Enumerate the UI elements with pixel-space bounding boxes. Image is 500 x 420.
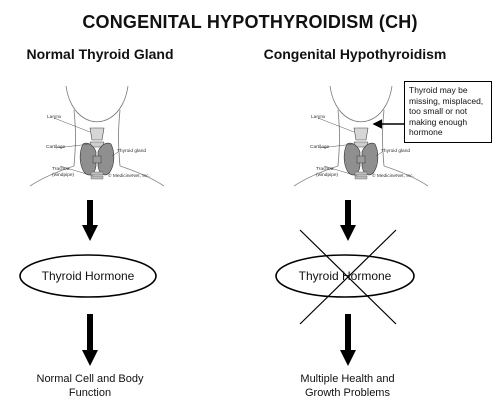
cross-out-x: [299, 229, 397, 325]
label-thyroid-gland-right: Thyroid gland: [381, 149, 411, 154]
label-trachea-right: Trachea: [316, 167, 334, 172]
left-hormone-label: Thyroid Hormone: [41, 269, 135, 283]
label-cartilage-left: Cartilage: [46, 145, 66, 150]
credit-right: © MedicineNet, Inc.: [372, 174, 414, 179]
callout-box: Thyroid may be missing, misplaced, too s…: [404, 81, 492, 143]
left-outcome-line1: Normal Cell and Body: [36, 373, 144, 385]
left-outcome-line2: Function: [68, 387, 112, 399]
label-cartilage-right: Cartilage: [310, 145, 330, 150]
label-windpipe-right: (windpipe): [316, 173, 339, 178]
page-title: CONGENITAL HYPOTHYROIDISM (CH): [82, 12, 418, 32]
left-hormone-oval: [19, 254, 157, 298]
left-outcome: Normal Cell and Body Function: [10, 372, 170, 400]
right-outcome: Multiple Health and Growth Problems: [265, 372, 430, 400]
left-arrow-2: [82, 314, 98, 366]
normal-thyroid-heading: Normal Thyroid Gland: [26, 46, 174, 62]
ch-heading: Congenital Hypothyroidism: [263, 46, 447, 62]
right-hormone-label: Thyroid Hormone: [298, 269, 392, 283]
right-outcome-line2: Growth Problems: [305, 387, 390, 399]
right-arrow-2: [340, 314, 356, 366]
left-arrow-1: [82, 200, 98, 241]
label-larynx-left: Larynx: [47, 115, 62, 120]
normal-neck-illustration: [29, 85, 165, 187]
right-hormone-oval: [275, 254, 415, 298]
credit-left: © MedicineNet, Inc.: [108, 174, 150, 179]
right-outcome-line1: Multiple Health and: [300, 373, 395, 385]
label-trachea-left: Trachea: [52, 167, 70, 172]
label-windpipe-left: (windpipe): [52, 173, 75, 178]
label-thyroid-gland-left: Thyroid gland: [117, 149, 147, 154]
label-larynx-right: Larynx: [311, 115, 326, 120]
ch-neck-illustration: [293, 85, 429, 187]
right-arrow-1: [340, 200, 356, 241]
